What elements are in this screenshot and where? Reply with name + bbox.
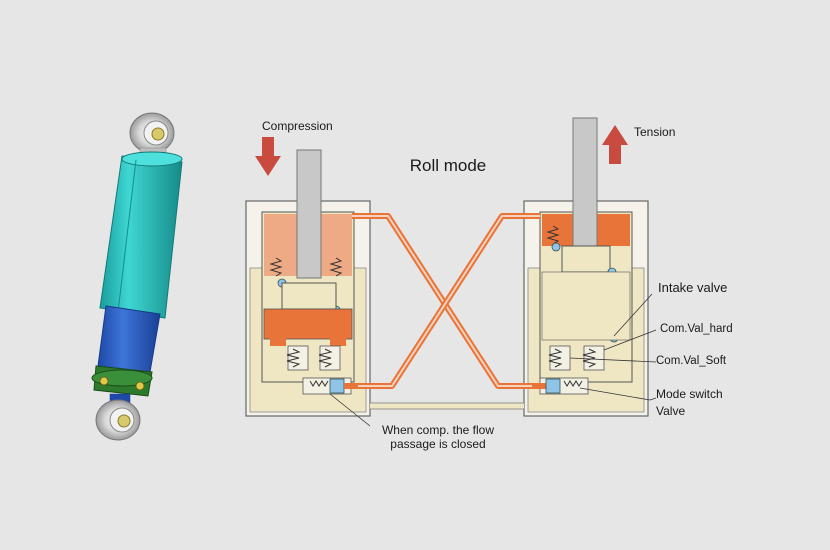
mode-switch-valve-label: Valve <box>656 404 685 418</box>
mode-switch-label: Mode switch <box>656 387 723 401</box>
tension-label: Tension <box>634 125 675 139</box>
left-damper <box>245 149 371 417</box>
intake-valve-label: Intake valve <box>658 280 727 295</box>
diagram-title: Roll mode <box>410 156 487 175</box>
com-val-soft-label: Com.Val_Soft <box>656 355 727 367</box>
tension-arrow <box>602 125 628 164</box>
flow-note-line1: When comp. the flow <box>382 423 494 437</box>
shock-absorber-render <box>91 112 183 441</box>
flow-passages <box>352 213 540 410</box>
compression-arrow <box>255 137 281 176</box>
right-damper <box>523 117 649 417</box>
compression-label: Compression <box>262 119 333 133</box>
leader-lines <box>329 293 657 427</box>
flow-note-line2: passage is closed <box>390 437 485 451</box>
com-val-hard-label: Com.Val_hard <box>660 323 733 335</box>
